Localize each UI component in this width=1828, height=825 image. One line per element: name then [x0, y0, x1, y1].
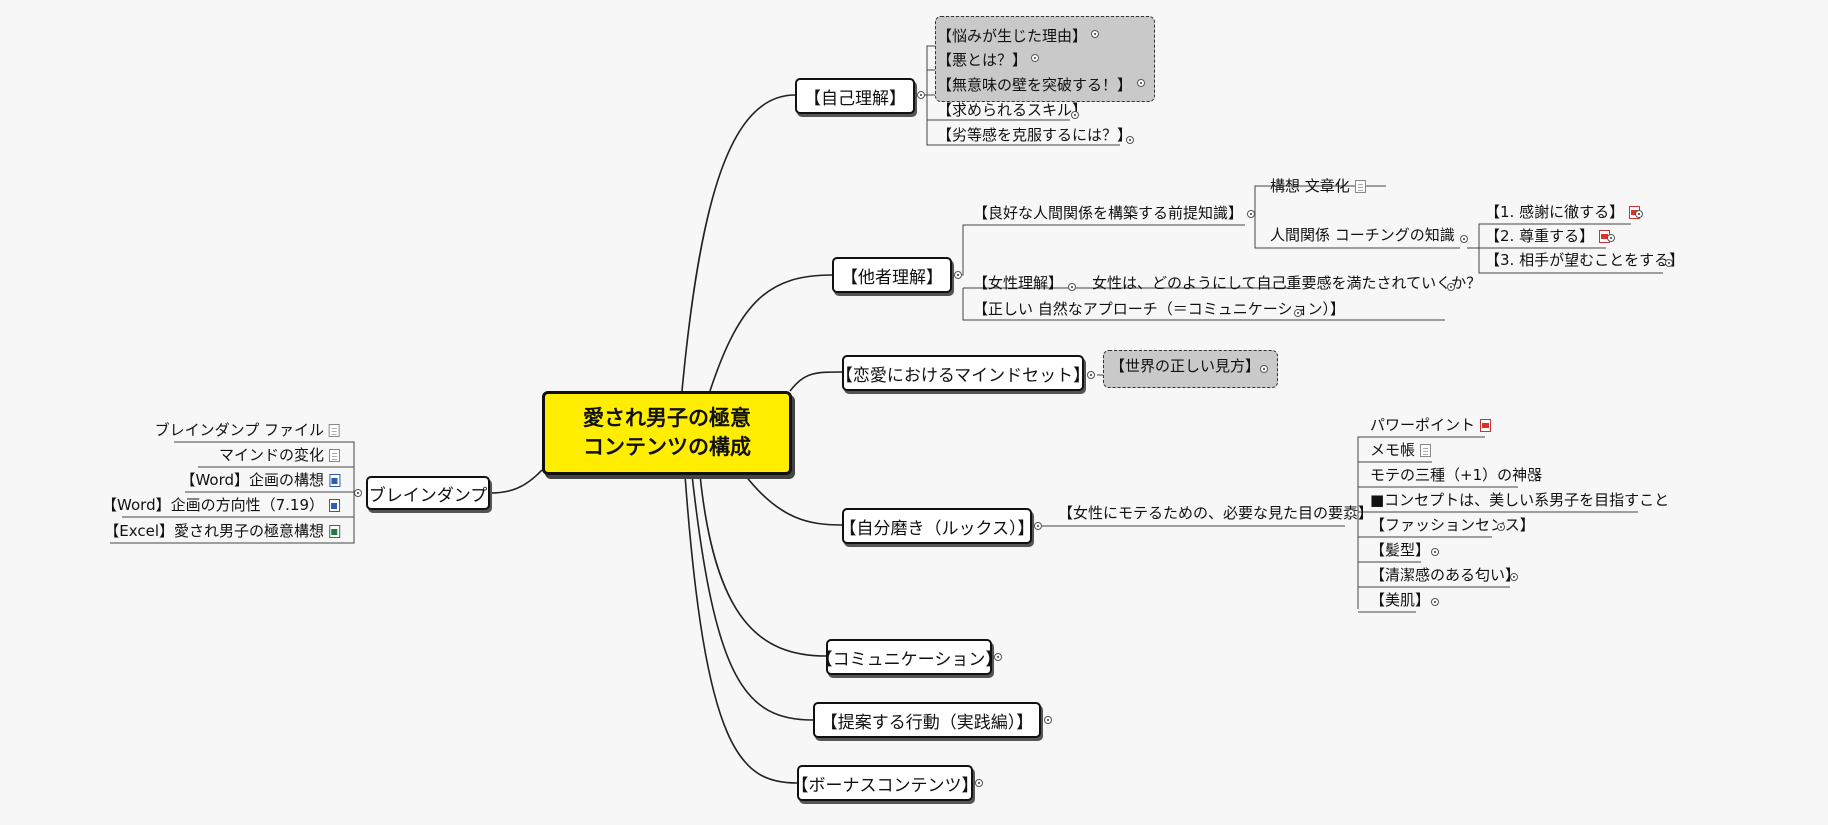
collapse-toggle[interactable]	[1665, 259, 1673, 267]
topic-self-understanding[interactable]: 【自己理解】	[795, 78, 915, 114]
subtopic-skin[interactable]: 【美肌】	[1370, 591, 1431, 609]
subtopic-gratitude[interactable]: 【1. 感謝に徹する】	[1485, 203, 1641, 221]
subtopic-word-concept[interactable]: 【Word】企画の構想	[180, 471, 340, 489]
excel-icon	[329, 525, 340, 538]
grouped-subtopics	[1103, 350, 1278, 388]
subtopic-coaching[interactable]: 人間関係 コーチングの知識	[1270, 226, 1455, 244]
grouped-subtopics	[935, 16, 1155, 102]
collapse-toggle[interactable]	[1247, 210, 1255, 218]
topic-label: 【他者理解】	[841, 267, 943, 288]
word-icon	[329, 499, 340, 512]
topic-action[interactable]: 【提案する行動（実践編）】	[813, 702, 1041, 738]
collapse-toggle[interactable]	[1126, 136, 1134, 144]
document-icon	[1420, 444, 1432, 457]
collapse-toggle[interactable]	[1137, 79, 1145, 87]
link-action	[691, 474, 814, 721]
subtopic-three-treasures[interactable]: モテの三種（+1）の神器	[1370, 466, 1543, 484]
topic-mindset[interactable]: 【恋愛におけるマインドセット】	[836, 355, 1090, 391]
central-topic[interactable]: 愛され男子の極意 コンテンツの構成	[542, 391, 792, 475]
subtopic-self-importance[interactable]: 女性は、どのようにして自己重要感を満たされていくか？	[1092, 274, 1482, 292]
document-icon	[329, 449, 340, 462]
subtopic-fashion[interactable]: 【ファッションセンス】	[1370, 516, 1535, 534]
link-bonus	[684, 474, 798, 784]
collapse-toggle[interactable]	[1431, 548, 1439, 556]
link-communication	[699, 474, 827, 657]
subtopic-mind-change[interactable]: マインドの変化	[219, 446, 340, 464]
document-icon	[329, 424, 340, 437]
topic-others-understanding[interactable]: 【他者理解】	[832, 257, 952, 293]
collapse-toggle[interactable]	[1087, 371, 1095, 379]
subtopic-respect[interactable]: 【2. 尊重する】	[1485, 227, 1611, 245]
topic-label: ブレインダンプ	[368, 485, 488, 506]
collapse-toggle[interactable]	[1431, 598, 1439, 606]
subtopic-braindump-file[interactable]: ブレインダンプ ファイル	[155, 421, 340, 439]
collapse-toggle[interactable]	[1031, 54, 1039, 62]
subtopic-scent[interactable]: 【清潔感のある匂い】	[1370, 566, 1521, 584]
topic-communication[interactable]: 【コミュニケーション】	[816, 639, 1002, 675]
collapse-toggle[interactable]	[1091, 30, 1099, 38]
topic-label: 【ボーナスコンテンツ】	[791, 775, 979, 796]
collapse-toggle[interactable]	[975, 779, 983, 787]
collapse-toggle[interactable]	[1460, 235, 1468, 243]
subtopic-composition[interactable]: 構想 文章化	[1270, 177, 1366, 195]
topic-label: 【自分磨き（ルックス）】	[839, 518, 1035, 539]
topic-label: 【コミュニケーション】	[815, 649, 1003, 670]
collapse-toggle[interactable]	[1347, 509, 1355, 517]
collapse-toggle[interactable]	[1497, 523, 1505, 531]
subtopic-item[interactable]: 【無意味の壁を突破する！】	[937, 76, 1133, 94]
subtopic-powerpoint[interactable]: パワーポイント	[1370, 416, 1492, 434]
topic-label: 【提案する行動（実践編）】	[820, 712, 1034, 733]
collapse-toggle[interactable]	[1447, 283, 1455, 291]
ppt-icon	[1480, 419, 1492, 432]
subtopic-women[interactable]: 【女性理解】	[973, 274, 1064, 292]
collapse-toggle[interactable]	[917, 91, 925, 99]
central-title-line1: 愛され男子の極意	[583, 406, 751, 430]
collapse-toggle[interactable]	[1635, 210, 1643, 218]
topic-braindump[interactable]: ブレインダンプ	[366, 476, 490, 510]
collapse-toggle[interactable]	[1294, 309, 1302, 317]
subtopic-approach[interactable]: 【正しい 自然なアプローチ（＝コミュニケーション）】	[973, 300, 1345, 318]
collapse-toggle[interactable]	[1034, 522, 1042, 530]
collapse-toggle[interactable]	[1071, 111, 1079, 119]
subtopic-item[interactable]: 【悪とは？】	[937, 51, 1028, 69]
subtopic-notepad[interactable]: メモ帳	[1370, 441, 1432, 459]
central-title-line2: コンテンツの構成	[583, 435, 751, 459]
link-others	[709, 274, 833, 392]
subtopic-looks-elements[interactable]: 【女性にモテるための、必要な見た目の要素】	[1058, 504, 1374, 522]
collapse-toggle[interactable]	[954, 271, 962, 279]
topic-label: 【恋愛におけるマインドセット】	[835, 365, 1091, 386]
subtopic-hairstyle[interactable]: 【髪型】	[1370, 541, 1431, 559]
collapse-toggle[interactable]	[994, 653, 1002, 661]
link-self	[681, 94, 796, 392]
subtopic-item[interactable]: 【求められるスキル】	[937, 101, 1088, 119]
subtopic-word-direction[interactable]: 【Word】企画の方向性（7.19）	[102, 496, 340, 514]
collapse-toggle[interactable]	[1044, 716, 1052, 724]
subtopic-excel-plan[interactable]: 【Excel】愛され男子の極意構想	[104, 522, 340, 540]
link-looks	[744, 474, 843, 526]
topic-looks[interactable]: 【自分磨き（ルックス）】	[839, 508, 1035, 544]
collapse-toggle[interactable]	[354, 489, 362, 497]
subtopic-item[interactable]: 【悩みが生じた理由】	[937, 27, 1088, 45]
subtopic-premise[interactable]: 【良好な人間関係を構築する前提知識】	[973, 204, 1244, 222]
collapse-toggle[interactable]	[1607, 234, 1615, 242]
topic-bonus[interactable]: 【ボーナスコンテンツ】	[792, 765, 979, 801]
subtopic-world-view[interactable]: 【世界の正しい見方】	[1110, 357, 1261, 375]
word-icon	[329, 474, 340, 487]
collapse-toggle[interactable]	[1528, 473, 1536, 481]
topic-label: 【自己理解】	[804, 88, 906, 109]
subtopic-wishes[interactable]: 【3. 相手が望むことをする】	[1485, 251, 1685, 269]
subtopic-concept[interactable]: ■コンセプトは、美しい系男子を目指すこと	[1370, 491, 1670, 509]
document-icon	[1354, 180, 1366, 193]
collapse-toggle[interactable]	[1260, 365, 1268, 373]
collapse-toggle[interactable]	[1510, 573, 1518, 581]
subtopic-item[interactable]: 【劣等感を克服するには？】	[937, 126, 1133, 144]
link-mindset	[789, 371, 843, 392]
collapse-toggle[interactable]	[1068, 283, 1076, 291]
link-braindump	[489, 469, 543, 494]
